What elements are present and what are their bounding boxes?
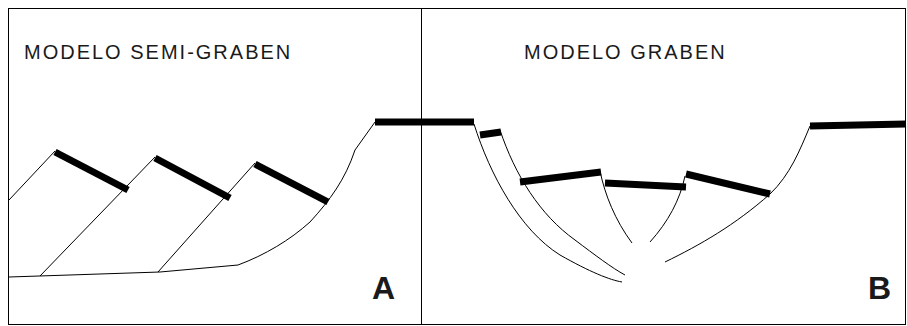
- stratum-bed: [55, 152, 128, 190]
- frame: [9, 9, 906, 325]
- stratum-bed: [686, 174, 770, 194]
- stratum-bed: [605, 183, 686, 187]
- panel-title: MODELO SEMI-GRABEN: [24, 42, 292, 62]
- fault-line: [500, 130, 625, 275]
- panel-letter: A: [372, 272, 395, 304]
- stratum-bed: [520, 172, 601, 182]
- fault-line: [665, 126, 810, 262]
- panel-title: MODELO GRABEN: [524, 42, 727, 62]
- panel-divider: [421, 9, 422, 325]
- stratum-bed: [255, 164, 328, 202]
- stratum-bed: [155, 158, 230, 198]
- fault-lines: [9, 122, 810, 282]
- stratum-bed: [810, 124, 906, 126]
- stratum-bed: [480, 132, 501, 135]
- strata: [55, 122, 906, 202]
- outer-frame: [9, 9, 906, 325]
- detachment-fault: [9, 122, 375, 277]
- fault-line: [158, 163, 255, 272]
- fault-line: [9, 151, 55, 200]
- stratum-bed: [375, 119, 474, 126]
- panel-letter: B: [868, 272, 891, 304]
